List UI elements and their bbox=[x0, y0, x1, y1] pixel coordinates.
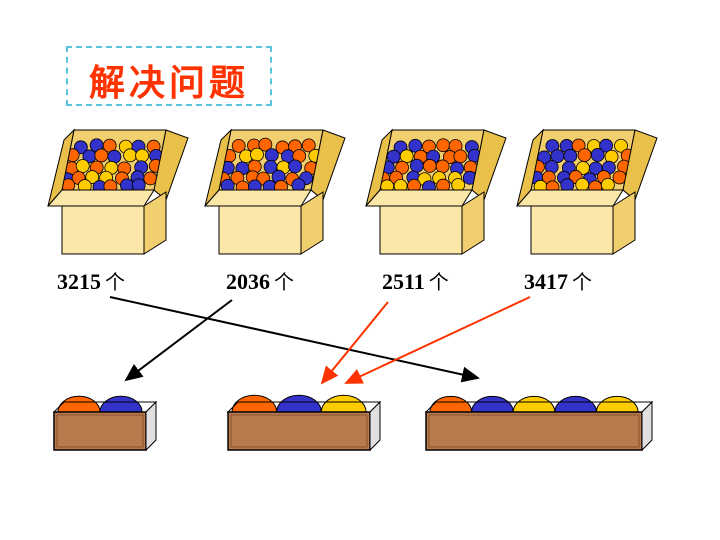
ball bbox=[94, 148, 109, 163]
ball bbox=[258, 137, 273, 152]
ball bbox=[409, 158, 424, 173]
ball bbox=[614, 138, 628, 153]
ball bbox=[612, 170, 627, 185]
ball bbox=[435, 159, 450, 174]
ball bbox=[231, 138, 246, 153]
tray-ball bbox=[595, 395, 639, 413]
ball bbox=[399, 149, 414, 164]
tray-ball bbox=[276, 394, 322, 413]
ball bbox=[123, 148, 137, 163]
arrow-3417-to-tray-2 bbox=[344, 296, 531, 384]
ball bbox=[436, 138, 451, 153]
ball bbox=[301, 138, 316, 153]
ball bbox=[408, 138, 423, 153]
tray-3 bbox=[424, 395, 654, 452]
tray-ball bbox=[554, 395, 597, 413]
tray-2 bbox=[226, 394, 382, 452]
ball bbox=[250, 147, 264, 162]
ball-box-2 bbox=[203, 128, 346, 255]
ball bbox=[590, 148, 605, 162]
ball bbox=[599, 138, 613, 153]
tray-ball bbox=[471, 395, 514, 413]
ball bbox=[600, 177, 615, 192]
ball bbox=[75, 159, 90, 173]
page-title: 解决问题 bbox=[88, 63, 249, 104]
tray-ball bbox=[512, 395, 556, 413]
ball bbox=[264, 148, 279, 163]
ball bbox=[577, 148, 592, 162]
tray-ball bbox=[320, 394, 367, 413]
ball-box-1 bbox=[46, 128, 189, 255]
ball bbox=[85, 170, 100, 184]
tray-ball bbox=[99, 395, 143, 413]
tray-1 bbox=[52, 395, 158, 452]
ball bbox=[575, 177, 590, 192]
title-box: 解决问题 bbox=[66, 46, 272, 106]
arrow-2511-to-tray-2 bbox=[320, 301, 389, 385]
ball bbox=[288, 159, 303, 174]
arrow-3215-to-tray-3 bbox=[109, 296, 480, 383]
ball bbox=[563, 148, 578, 163]
arrow-2036-to-tray-1 bbox=[124, 299, 233, 382]
tray-ball bbox=[57, 395, 101, 413]
ball bbox=[135, 148, 149, 163]
tray-ball bbox=[231, 394, 278, 413]
ball bbox=[453, 149, 468, 164]
ball bbox=[422, 159, 437, 173]
tray-ball bbox=[429, 395, 473, 413]
ball-box-4 bbox=[515, 128, 658, 255]
ball-box-3 bbox=[364, 128, 507, 255]
